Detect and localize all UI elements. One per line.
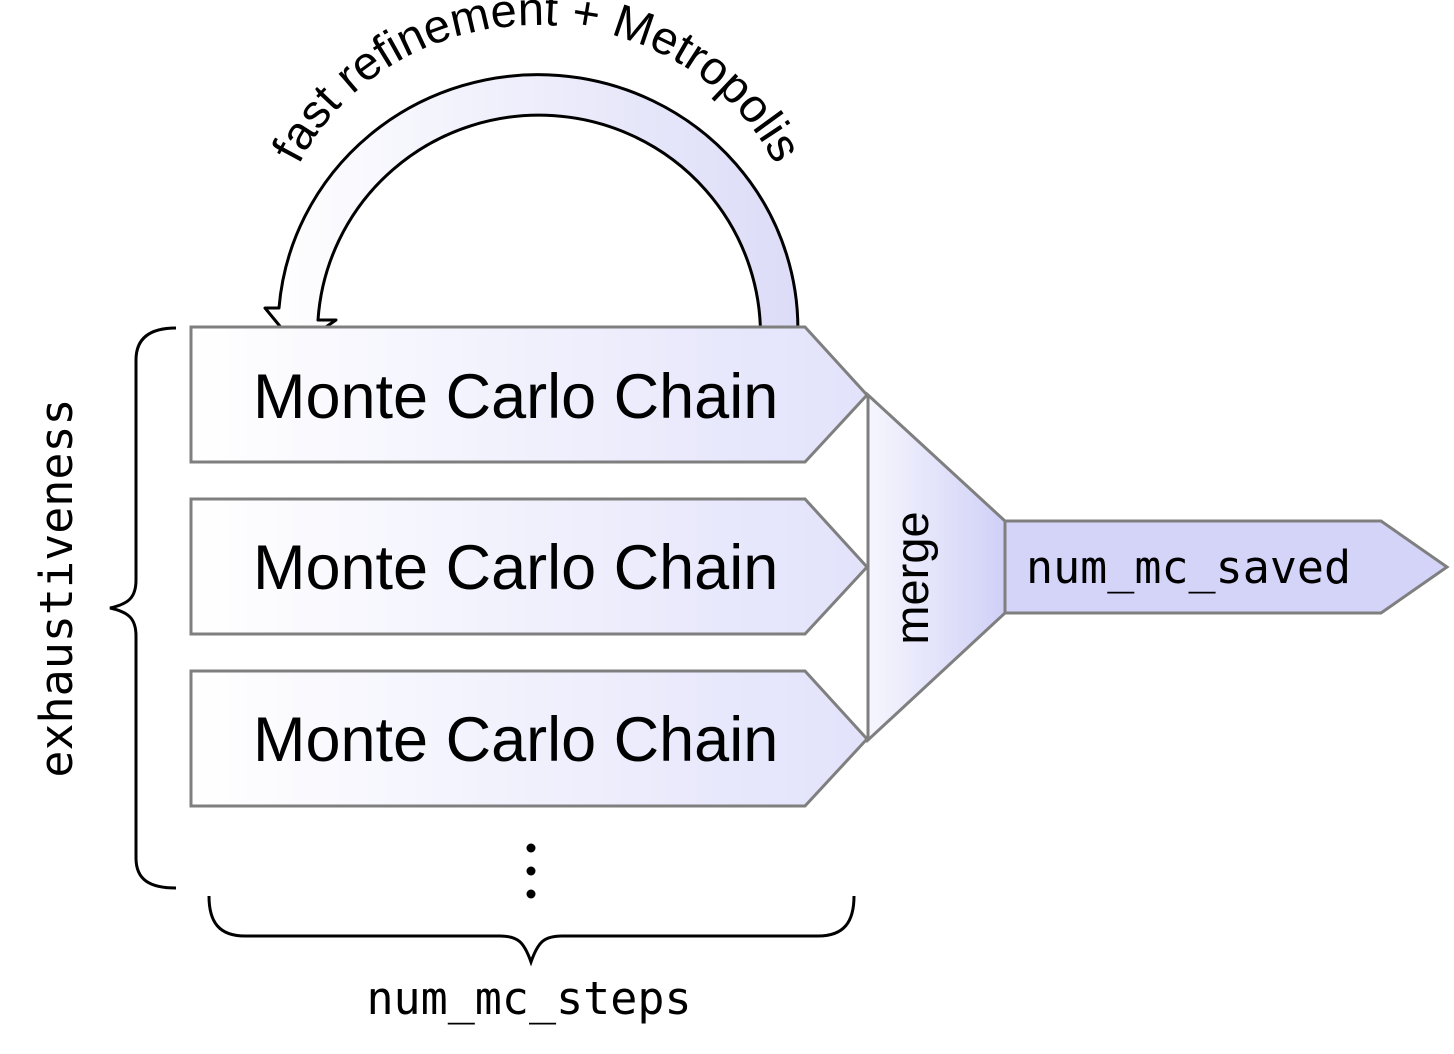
- more-chains-ellipsis: [526, 843, 536, 899]
- chain-3: Monte Carlo Chain: [189, 669, 870, 808]
- output-label: num_mc_saved: [1026, 541, 1351, 594]
- bottom-brace: [207, 895, 856, 967]
- left-brace: [109, 326, 177, 890]
- chain-2: Monte Carlo Chain: [189, 497, 870, 636]
- merge-block: merge: [866, 391, 1007, 744]
- chain-1: Monte Carlo Chain: [189, 325, 870, 464]
- chain-2-label: Monte Carlo Chain: [253, 533, 778, 603]
- bottom-brace-label: num_mc_steps: [366, 972, 691, 1025]
- left-brace-label: exhaustiveness: [30, 398, 83, 777]
- chain-1-label: Monte Carlo Chain: [253, 362, 778, 432]
- chain-3-label: Monte Carlo Chain: [253, 705, 778, 775]
- loop-arrow: [263, 73, 800, 351]
- output-arrow: num_mc_saved: [1003, 519, 1450, 615]
- merge-label: merge: [885, 511, 938, 644]
